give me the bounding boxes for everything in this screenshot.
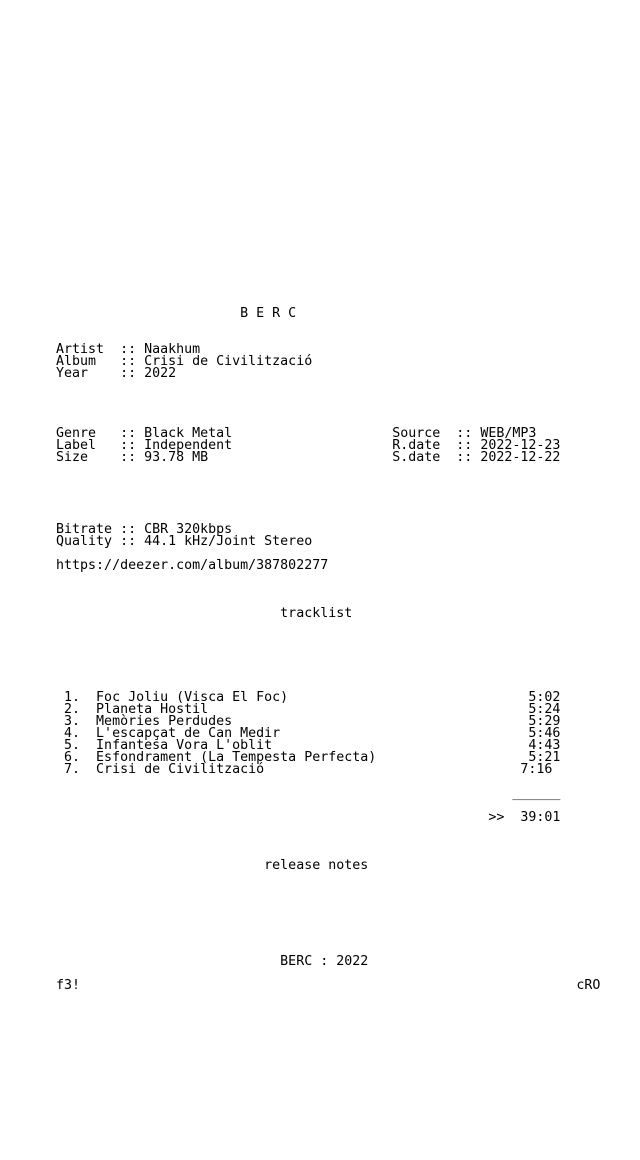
footer-ascii-art: BERC : 2022 f3! cRO xyxy=(56,954,601,993)
release-notes-heading: release notes xyxy=(264,858,369,873)
tracklist-heading: tracklist xyxy=(280,606,353,621)
nfo-document: B E R C Artist :: Naakhum Album :: Crisi… xyxy=(16,20,600,1160)
artist-info-block: Artist :: Naakhum Album :: Crisi de Civi… xyxy=(56,342,313,381)
header-ascii-art: B E R C xyxy=(240,306,297,321)
release-details-block: Genre :: Black Metal Source :: WEB/MP3 L… xyxy=(56,426,561,573)
tracklist: 1. Foc Joliu (Visca El Foc) 5:02 2. Plan… xyxy=(64,690,561,825)
